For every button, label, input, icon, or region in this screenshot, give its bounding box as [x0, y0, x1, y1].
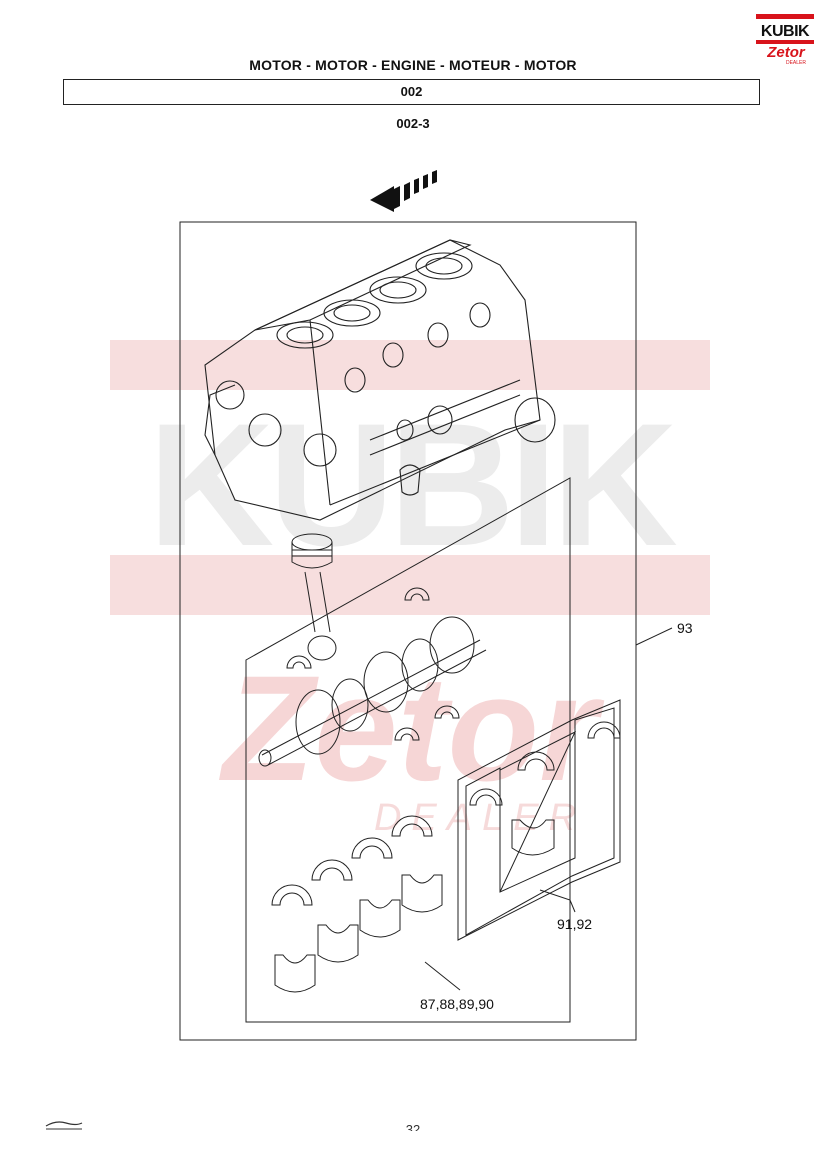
footer-logo-icon: [45, 1121, 83, 1130]
watermark-brand-top: KUBIK: [148, 388, 677, 583]
dealer-watermark: KUBIK Zetor DEALER: [110, 340, 710, 839]
bearing-shells-upper: [271, 815, 433, 906]
callout-93: 93: [677, 620, 693, 636]
leader-93: [635, 627, 673, 646]
crankshaft-illustration: [258, 616, 487, 767]
piston-illustration: [291, 533, 337, 661]
logo-tagline: DEALER: [786, 60, 806, 66]
subgroup-code: 002-3: [396, 116, 430, 131]
watermark-brand-bottom: Zetor: [219, 644, 606, 812]
page-number: 32: [405, 1122, 421, 1131]
page-title: MOTOR - MOTOR - ENGINE - MOTEUR - MOTOR: [249, 57, 577, 73]
diagram-frame: [179, 221, 637, 1041]
leader-91-92: [539, 889, 576, 913]
logo-brand-bottom: Zetor: [766, 44, 806, 61]
group-code-box: 002: [63, 79, 760, 105]
kit-91-92-outlines: [457, 699, 621, 941]
direction-arrow-icon: [370, 170, 437, 212]
callout-91-92: 91,92: [557, 916, 592, 932]
engine-block-illustration: [204, 239, 556, 521]
kit-93-outline: [245, 477, 571, 1023]
group-code: 002: [400, 84, 423, 99]
bearing-shells-lower: [274, 874, 443, 993]
logo-brand-top: KUBIK: [761, 23, 810, 40]
watermark-tagline: DEALER: [374, 797, 586, 839]
brand-logo: KUBIK Zetor DEALER: [756, 14, 814, 66]
callout-87-90: 87,88,89,90: [420, 996, 494, 1012]
thrust-bearing-illustrations: [286, 587, 460, 741]
leader-87-90: [424, 961, 461, 991]
